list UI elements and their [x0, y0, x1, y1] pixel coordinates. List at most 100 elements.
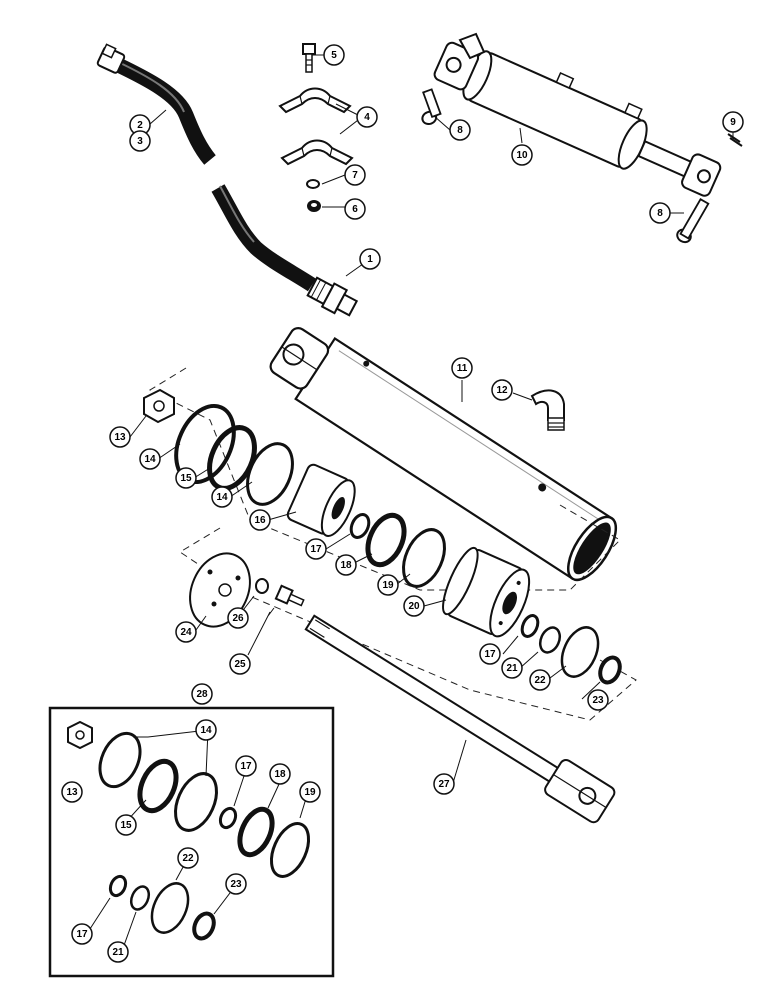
callout-c17b: 17	[479, 643, 501, 665]
callout-k15: 15	[115, 814, 137, 836]
callout-label: 18	[274, 769, 286, 780]
callout-c25: 25	[229, 653, 251, 675]
elbow-fitting	[530, 389, 565, 431]
clamp-hardware	[278, 43, 354, 212]
callout-circle	[356, 106, 378, 128]
callout-label: 15	[180, 473, 192, 484]
callout-label: 18	[340, 560, 352, 571]
callout-label: 21	[506, 663, 518, 674]
callout-c26: 26	[227, 607, 249, 629]
callout-c7: 7	[344, 164, 366, 186]
cylinder-barrel	[269, 327, 618, 582]
callout-label: 13	[114, 432, 126, 443]
callout-label: 25	[234, 659, 246, 670]
callout-layer: 1234567889101112131414151617171819202122…	[61, 44, 744, 963]
callout-circle	[491, 379, 513, 401]
cylinder-assembly-small	[421, 32, 743, 244]
callout-label: 20	[408, 601, 420, 612]
callout-c16: 16	[249, 509, 271, 531]
callout-label: 8	[457, 125, 463, 136]
callout-circle	[175, 467, 197, 489]
callout-label: 14	[216, 492, 228, 503]
callout-label: 15	[120, 820, 132, 831]
callout-label: 19	[382, 580, 394, 591]
callout-k14: 14	[195, 719, 217, 741]
callout-c28: 28	[191, 683, 213, 705]
callout-circle	[229, 653, 251, 675]
callout-c22: 22	[529, 669, 551, 691]
callout-c4: 4	[356, 106, 378, 128]
callout-k17a: 17	[235, 755, 257, 777]
callout-label: 8	[657, 208, 663, 219]
callout-k18: 18	[269, 763, 291, 785]
callout-c3: 3	[129, 130, 151, 152]
callout-circle	[249, 509, 271, 531]
callout-c23: 23	[587, 689, 609, 711]
callout-k19: 19	[299, 781, 321, 803]
callout-label: 17	[310, 544, 322, 555]
callout-c5: 5	[323, 44, 345, 66]
callout-label: 11	[457, 363, 468, 374]
callout-c21: 21	[501, 657, 523, 679]
callout-circle	[501, 657, 523, 679]
callout-circle	[587, 689, 609, 711]
callout-k23: 23	[225, 873, 247, 895]
callout-label: 6	[352, 204, 358, 215]
callout-c8b: 8	[649, 202, 671, 224]
callout-circle	[107, 941, 129, 963]
callout-circle	[191, 683, 213, 705]
callout-circle	[129, 130, 151, 152]
callout-label: 17	[76, 929, 88, 940]
callout-c9: 9	[722, 111, 744, 133]
seal-kit-contents	[67, 720, 311, 941]
callout-k21: 21	[107, 941, 129, 963]
callout-label: 26	[232, 613, 244, 624]
callout-c20: 20	[403, 595, 425, 617]
callout-c1: 1	[359, 248, 381, 270]
callout-circle	[479, 643, 501, 665]
callout-label: 28	[196, 689, 208, 700]
callout-label: 5	[331, 50, 337, 61]
callout-label: 13	[66, 787, 78, 798]
callout-c15: 15	[175, 467, 197, 489]
callout-circle	[211, 486, 233, 508]
callout-circle	[403, 595, 425, 617]
callout-label: 22	[534, 675, 546, 686]
callout-circle	[359, 248, 381, 270]
callout-circle	[344, 198, 366, 220]
callout-circle	[177, 847, 199, 869]
callout-label: 27	[438, 779, 450, 790]
callout-c14a: 14	[139, 448, 161, 470]
callout-label: 12	[496, 385, 508, 396]
callout-circle	[61, 781, 83, 803]
callout-c14b: 14	[211, 486, 233, 508]
callout-circle	[449, 119, 471, 141]
leader-lines	[87, 54, 734, 952]
callout-circle	[649, 202, 671, 224]
callout-circle	[529, 669, 551, 691]
callout-circle	[139, 448, 161, 470]
callout-circle	[305, 538, 327, 560]
callout-label: 4	[364, 112, 370, 123]
callout-circle	[335, 554, 357, 576]
callout-c12: 12	[491, 379, 513, 401]
callout-label: 14	[200, 725, 212, 736]
callout-circle	[195, 719, 217, 741]
callout-label: 3	[137, 136, 143, 147]
callout-circle	[451, 357, 473, 379]
callout-c10: 10	[511, 144, 533, 166]
callout-circle	[299, 781, 321, 803]
callout-circle	[115, 814, 137, 836]
callout-label: 2	[137, 120, 143, 131]
callout-circle	[269, 763, 291, 785]
callout-label: 17	[484, 649, 496, 660]
callout-c11: 11	[451, 357, 473, 379]
callout-k13: 13	[61, 781, 83, 803]
callout-label: 10	[516, 150, 528, 161]
callout-k17b: 17	[71, 923, 93, 945]
callout-circle	[511, 144, 533, 166]
hose-assembly	[96, 43, 359, 317]
callout-label: 14	[144, 454, 156, 465]
callout-circle	[344, 164, 366, 186]
callout-c24: 24	[175, 621, 197, 643]
